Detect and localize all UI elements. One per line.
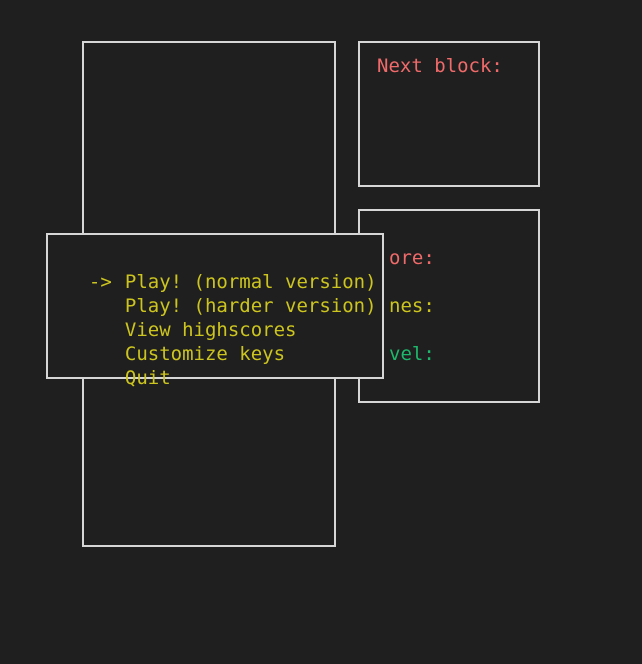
menu-item-customize-keys[interactable]: Customize keys xyxy=(66,318,285,365)
menu-item-play-harder[interactable]: Play! (harder version) xyxy=(66,270,377,317)
menu-item-label: View highscores xyxy=(124,319,297,341)
stats-panel xyxy=(358,209,540,403)
menu-item-view-highscores[interactable]: View highscores xyxy=(66,294,297,341)
next-block-label: Next block: xyxy=(377,55,503,77)
menu-item-label: Quit xyxy=(124,367,171,389)
lines-label: nes: xyxy=(389,295,435,317)
menu-item-play-normal[interactable]: -> Play! (normal version) xyxy=(66,246,377,293)
menu-selection-pointer: -> xyxy=(88,271,112,293)
menu-item-label: Play! (harder version) xyxy=(124,295,377,317)
main-menu xyxy=(46,233,384,379)
next-block-panel xyxy=(358,41,540,187)
menu-item-label: Customize keys xyxy=(124,343,286,365)
score-label: ore: xyxy=(389,247,435,269)
level-label: vel: xyxy=(389,343,435,365)
menu-item-label: Play! (normal version) xyxy=(124,271,377,293)
menu-item-quit[interactable]: Quit xyxy=(66,342,171,389)
